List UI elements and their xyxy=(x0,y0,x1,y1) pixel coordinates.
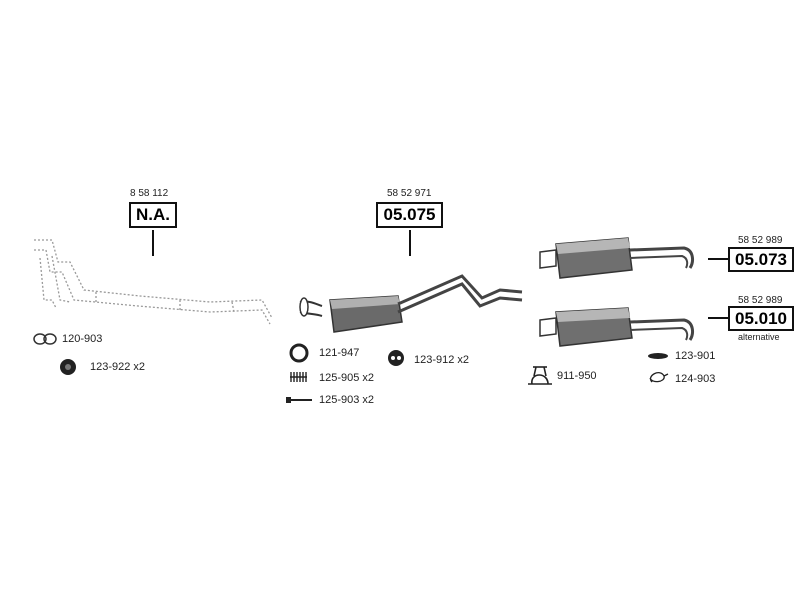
code-box-05073: 05.073 xyxy=(728,247,794,272)
part-label-125-903: 125-903 x2 xyxy=(319,394,375,406)
part-label-121-947: 121-947 xyxy=(319,347,360,359)
rubber-mount-icon xyxy=(60,359,76,375)
sealing-ring-icon xyxy=(289,343,309,363)
rubber-hanger-icon xyxy=(388,350,404,366)
code-box-na: N.A. xyxy=(129,202,177,228)
gasket-ring-pair-icon xyxy=(33,333,57,345)
rear-silencer-05073 xyxy=(539,237,694,279)
ref-number-05075: 58 52 971 xyxy=(387,188,432,199)
bracket-icon xyxy=(649,372,669,383)
code-box-05075: 05.075 xyxy=(376,202,443,228)
part-label-123-912: 123-912 x2 xyxy=(414,354,470,366)
ref-number-05073: 58 52 989 xyxy=(738,235,783,246)
ref-number-na: 8 58 112 xyxy=(130,188,169,199)
middle-silencer xyxy=(299,274,523,333)
code-box-05010: 05.010 xyxy=(728,306,794,331)
part-label-123-922: 123-922 x2 xyxy=(90,361,146,373)
spring-icon xyxy=(290,372,307,382)
hanger-strap-icon xyxy=(648,353,668,359)
front-pipe xyxy=(34,239,273,325)
part-label-123-901: 123-901 xyxy=(675,350,716,362)
rear-silencer-05010 xyxy=(539,307,694,347)
pipe-clamp-icon xyxy=(528,366,552,385)
part-label-911-950: 911-950 xyxy=(557,370,597,382)
alternative-note: alternative xyxy=(738,332,780,342)
bolt-icon xyxy=(286,397,312,403)
ref-number-05010: 58 52 989 xyxy=(738,295,783,306)
part-label-120-903: 120-903 xyxy=(62,333,103,345)
part-label-124-903: 124-903 xyxy=(675,373,716,385)
part-label-125-905: 125-905 x2 xyxy=(319,372,375,384)
